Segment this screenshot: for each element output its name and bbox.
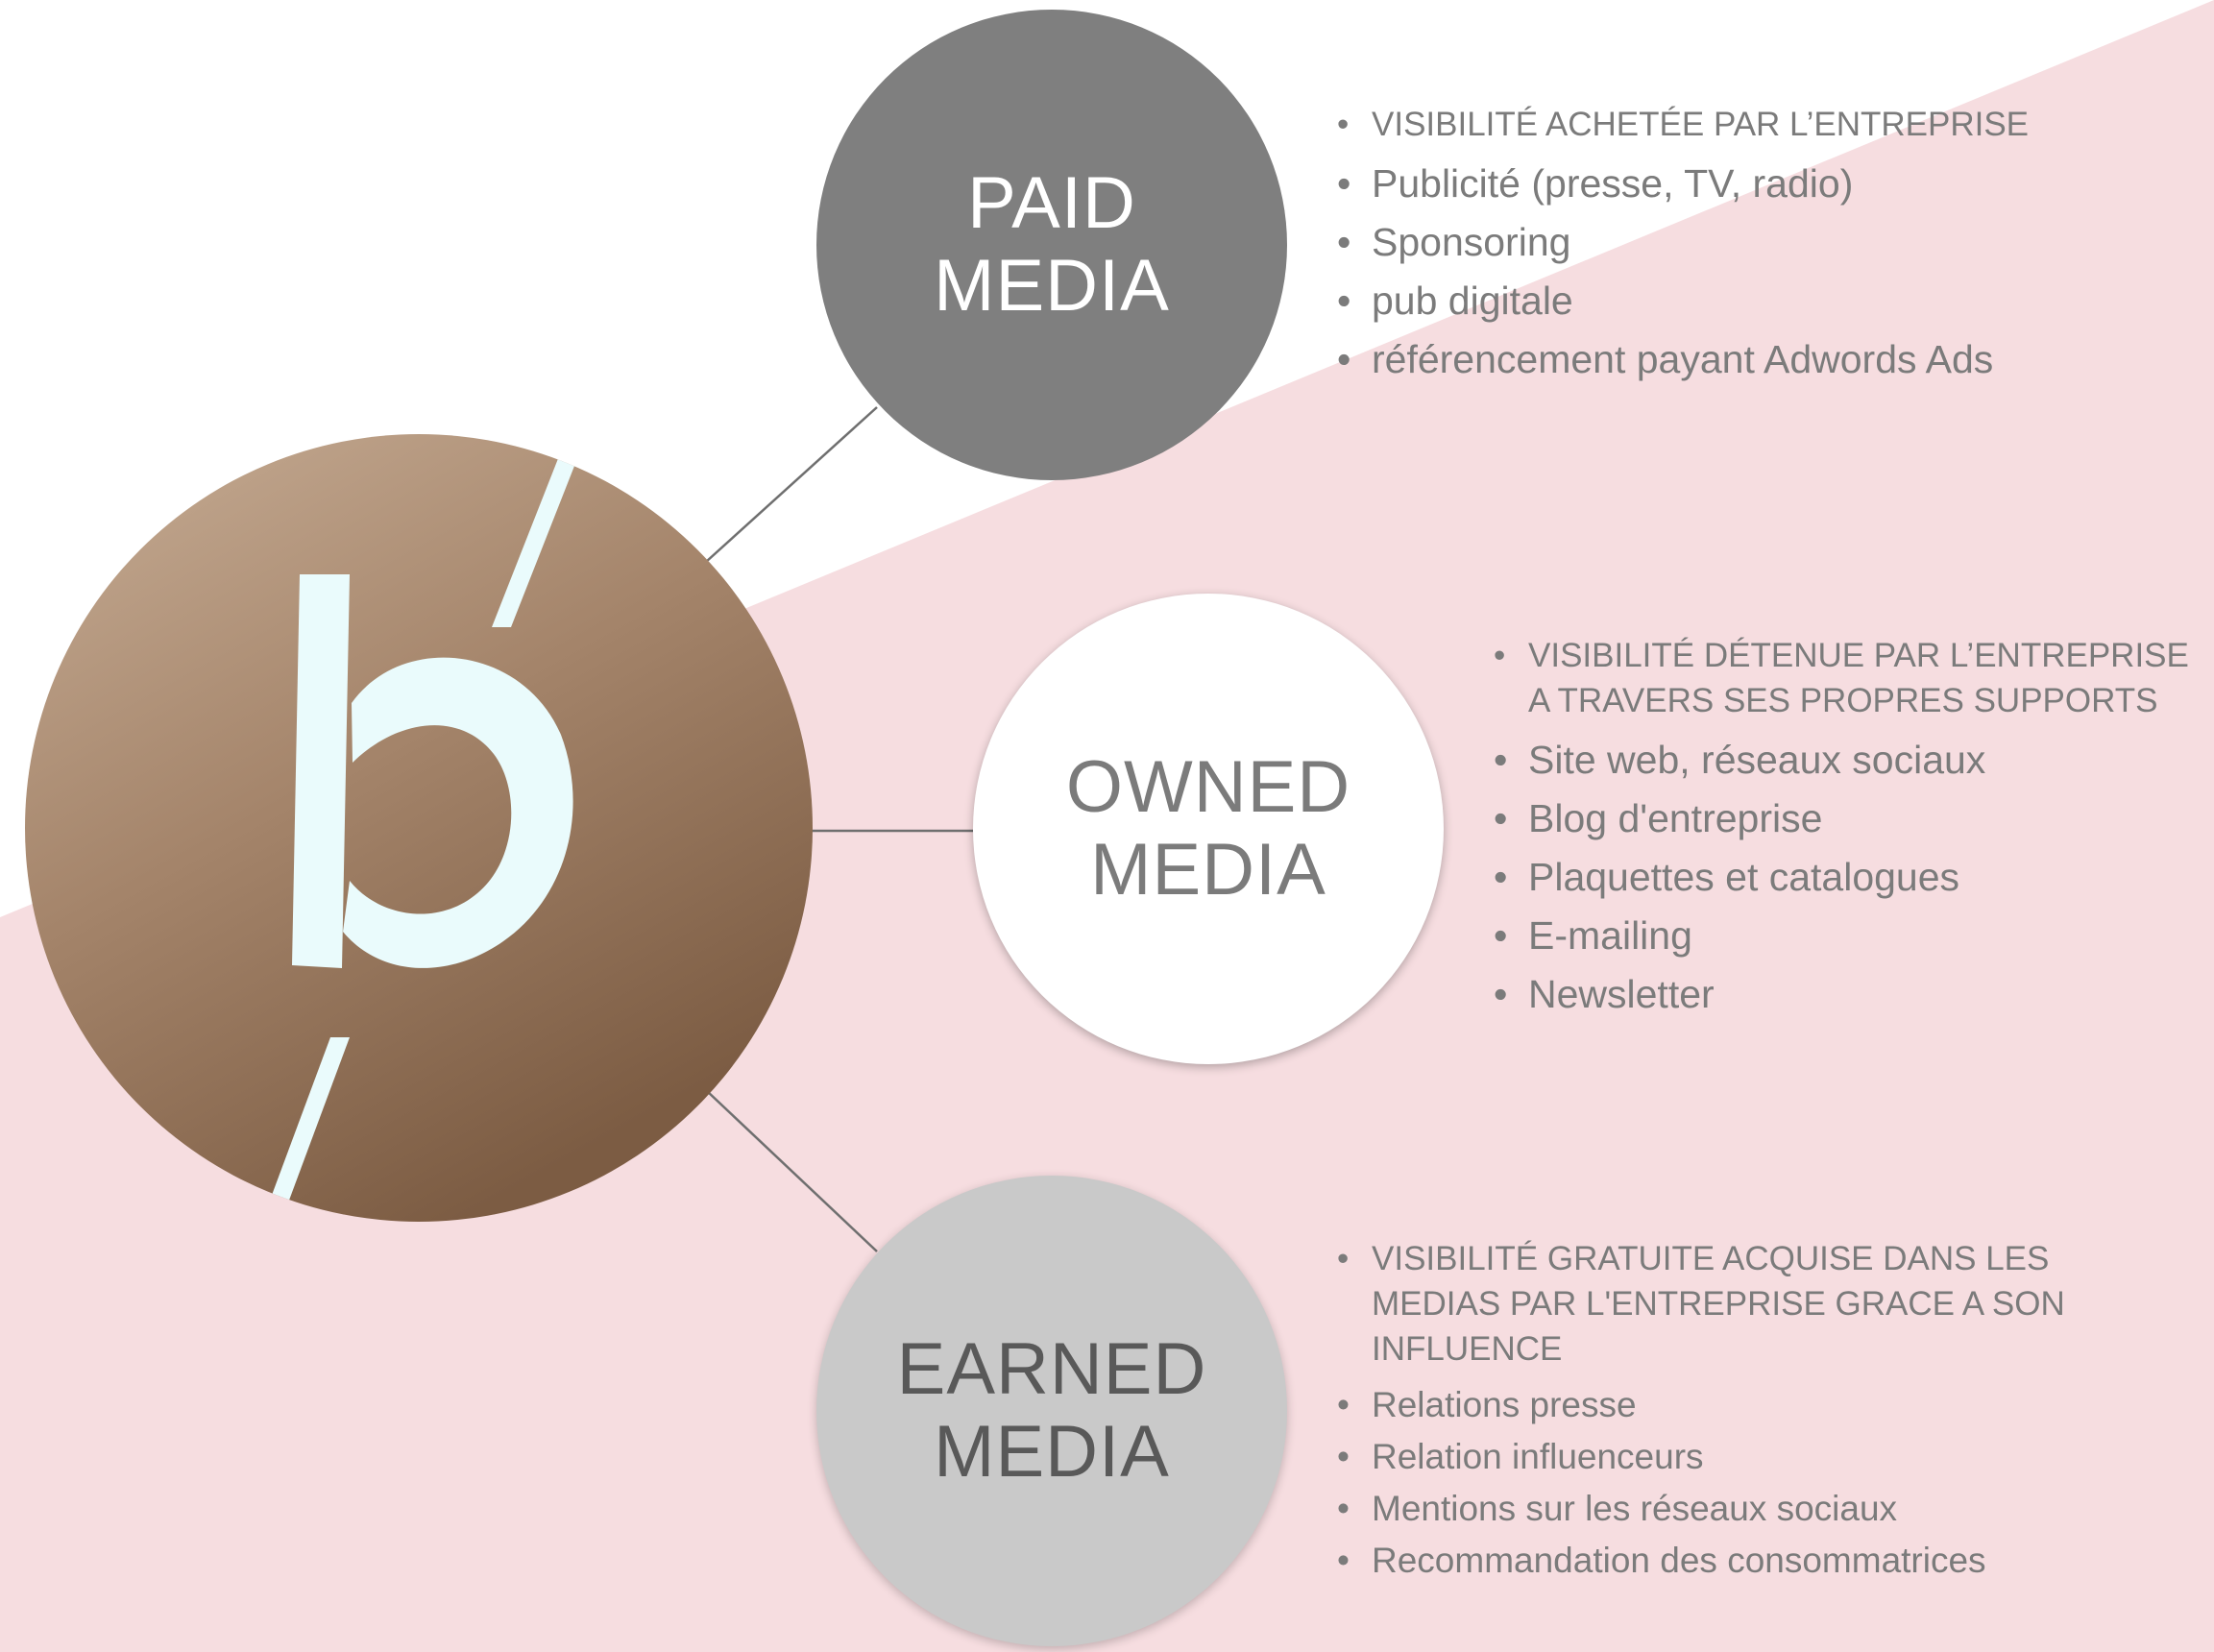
paid-media-heading: VISIBILITÉ ACHETÉE PAR L’ENTREPRISE xyxy=(1337,102,2096,147)
logo-mark xyxy=(255,456,578,1222)
list-item: pub digitale xyxy=(1337,272,2096,330)
paid-media-circle: PAID MEDIA xyxy=(816,10,1287,480)
earned-media-list: VISIBILITÉ GRATUITE ACQUISE DANS LES MED… xyxy=(1337,1236,2067,1587)
list-item: Recommandation des consommatrices xyxy=(1337,1535,2067,1587)
owned-media-heading: VISIBILITÉ DÉTENUE PAR L’ENTREPRISE A TR… xyxy=(1494,633,2214,723)
logo-b-stem xyxy=(292,574,350,968)
list-item: Relations presse xyxy=(1337,1379,2067,1431)
logo-b-bowl xyxy=(343,657,573,968)
owned-media-circle: OWNED MEDIA xyxy=(973,594,1444,1064)
list-item: Relation influenceurs xyxy=(1337,1431,2067,1483)
list-item: Blog d'entreprise xyxy=(1494,790,2214,848)
logo-disc xyxy=(25,434,813,1222)
earned-media-title: EARNED MEDIA xyxy=(896,1328,1207,1493)
earned-media-circle: EARNED MEDIA xyxy=(816,1176,1287,1646)
logo-slash-top xyxy=(492,456,578,627)
owned-media-title: OWNED MEDIA xyxy=(1065,746,1351,911)
paid-media-list: VISIBILITÉ ACHETÉE PAR L’ENTREPRISE Publ… xyxy=(1337,102,2096,389)
logo-slash-bottom xyxy=(255,1037,350,1222)
brand-b-logo xyxy=(25,434,813,1222)
connector-earned xyxy=(705,1089,878,1252)
list-item: référencement payant Adwords Ads xyxy=(1337,330,2096,389)
list-item: Mentions sur les réseaux sociaux xyxy=(1337,1483,2067,1535)
owned-media-list: VISIBILITÉ DÉTENUE PAR L’ENTREPRISE A TR… xyxy=(1494,633,2214,1024)
list-item: Plaquettes et catalogues xyxy=(1494,848,2214,907)
list-item: Sponsoring xyxy=(1337,213,2096,272)
paid-media-title: PAID MEDIA xyxy=(934,162,1170,327)
list-item: Site web, réseaux sociaux xyxy=(1494,731,2214,790)
list-item: Publicité (presse, TV, radio) xyxy=(1337,155,2096,213)
earned-media-heading: VISIBILITÉ GRATUITE ACQUISE DANS LES MED… xyxy=(1337,1236,2067,1372)
list-item: Newsletter xyxy=(1494,965,2214,1024)
connector-paid xyxy=(705,406,878,563)
list-item: E-mailing xyxy=(1494,907,2214,965)
